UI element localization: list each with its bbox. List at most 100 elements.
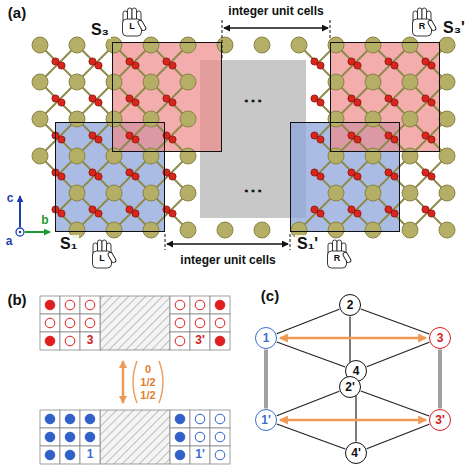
anion-atom: [317, 99, 324, 106]
grid-cell: [210, 332, 230, 350]
occupied-site: [45, 336, 55, 346]
empty-site: [195, 432, 205, 442]
grid-cell: [80, 332, 100, 350]
metal-atom: [180, 74, 196, 90]
grid-cell: [60, 296, 80, 314]
site-number: 1': [195, 448, 205, 461]
site-number: 1: [87, 448, 94, 461]
metal-atom: [106, 37, 122, 53]
grid-cell: [210, 296, 230, 314]
occupied-site: [45, 414, 55, 424]
translation-vector: [123, 361, 163, 403]
occupied-site: [65, 450, 75, 460]
exchange-arrow: [280, 419, 426, 422]
empty-site: [65, 318, 75, 328]
grid-cell: [190, 296, 210, 314]
cube-edge: [361, 391, 429, 416]
anion-atom: [95, 62, 102, 69]
site-circle: 2': [339, 376, 361, 398]
cell-label: S₃': [441, 19, 467, 37]
domain-fills: [55, 42, 440, 232]
grid-cell: [210, 428, 230, 446]
grid-cell: [190, 446, 210, 464]
cube-edge: [367, 342, 430, 367]
occupied-site: [45, 300, 55, 310]
metal-atom: [439, 74, 455, 90]
empty-site: [175, 318, 185, 328]
occupied-site: [85, 414, 95, 424]
anion-atom: [95, 136, 102, 143]
metal-atom: [365, 222, 381, 238]
site-circle: 1: [255, 327, 277, 349]
metal-atom: [106, 111, 122, 127]
grid-cell: [170, 314, 190, 332]
metal-atom: [32, 74, 48, 90]
empty-site: [85, 300, 95, 310]
empty-site: [215, 318, 225, 328]
grid-cell: [60, 428, 80, 446]
metal-atom: [365, 111, 381, 127]
grid-cell: [170, 446, 190, 464]
grid-cell: [190, 410, 210, 428]
metal-atom: [143, 185, 159, 201]
anion-atom: [354, 173, 361, 180]
axis-label: b: [41, 214, 48, 227]
hand-letter: L: [99, 254, 105, 264]
metal-atom: [365, 37, 381, 53]
metal-atom: [402, 148, 418, 164]
anion-atom: [132, 62, 139, 69]
metal-atom: [180, 148, 196, 164]
hatched-gap: [100, 410, 170, 464]
grid-cell: [170, 410, 190, 428]
unit-cell-box: S₃: [112, 42, 222, 152]
occupied-site: [175, 450, 185, 460]
metal-atom: [180, 111, 196, 127]
anion-atom: [58, 99, 65, 106]
grid-cell: [80, 410, 100, 428]
hand-icons: [93, 8, 437, 268]
metal-atom: [32, 148, 48, 164]
occupied-site: [45, 450, 55, 460]
occupied-site: [65, 414, 75, 424]
metal-atom: [365, 148, 381, 164]
anion-atom: [132, 210, 139, 217]
grid-cell: [60, 332, 80, 350]
anion-atom: [428, 62, 435, 69]
metal-atom: [439, 185, 455, 201]
anion-atom: [391, 136, 398, 143]
site-circle: 4': [345, 442, 367, 464]
metal-atom: [439, 222, 455, 238]
metal-atom: [143, 111, 159, 127]
grid-cell: [60, 446, 80, 464]
occupied-site: [85, 432, 95, 442]
hand-icon: [328, 240, 352, 268]
grid-cell: [170, 332, 190, 350]
site-number: 2': [345, 380, 355, 394]
metal-atom: [365, 185, 381, 201]
anion-atom: [317, 62, 324, 69]
site-circle: 1': [255, 409, 277, 431]
axes: [16, 196, 50, 236]
exchange-arrow: [280, 337, 426, 340]
anion-atom: [132, 99, 139, 106]
empty-site: [45, 318, 55, 328]
anion-atom: [317, 136, 324, 143]
site-grids: [40, 296, 230, 464]
site-circle: 2: [339, 294, 361, 316]
metal-atom: [32, 111, 48, 127]
panel-letter: (c): [261, 288, 279, 305]
ellipsis: ⋯: [243, 179, 263, 201]
hand-icon: [93, 240, 117, 268]
grid-cell: [190, 428, 210, 446]
grid-cell: [60, 314, 80, 332]
grid-cell: [40, 428, 60, 446]
metal-atom: [69, 185, 85, 201]
cell-label: S₁: [58, 235, 79, 253]
grid-cell: [170, 296, 190, 314]
hand-letter: R: [334, 254, 341, 264]
metal-atom: [439, 111, 455, 127]
hand-letter: R: [419, 22, 426, 32]
